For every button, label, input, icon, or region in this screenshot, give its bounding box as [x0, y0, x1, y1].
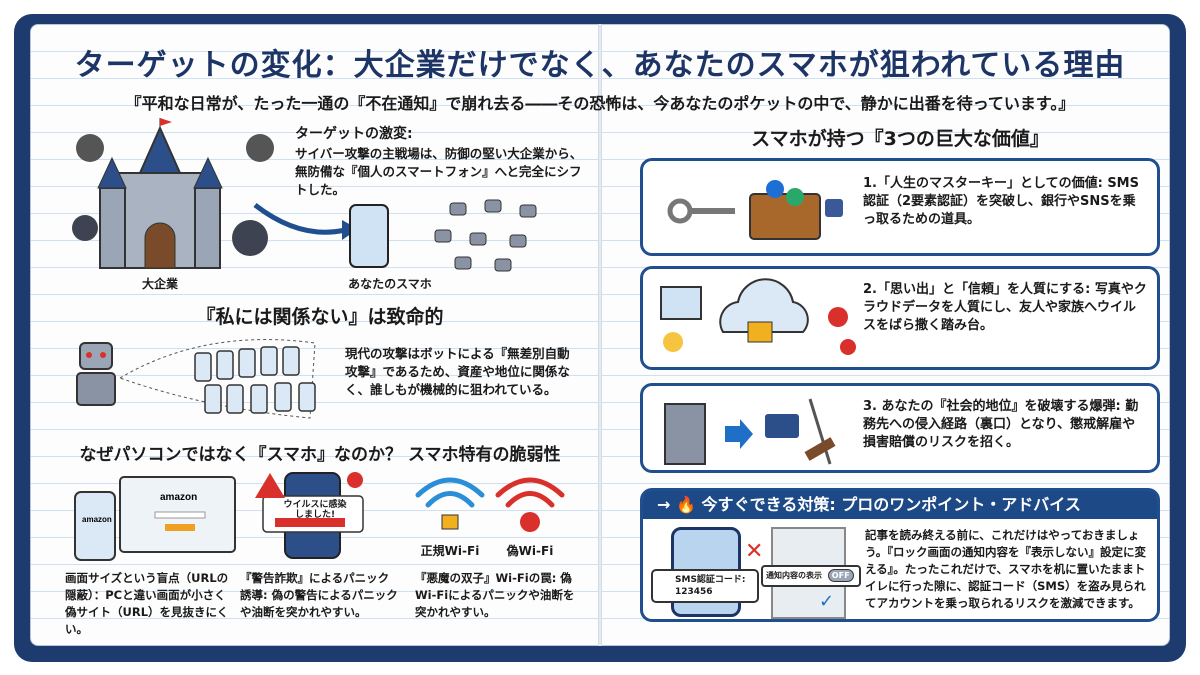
advice-box: → 🔥 今すぐできる対策: プロのワンポイント・アドバイス SMS認証コード: … — [640, 488, 1160, 622]
value-card-1-text: 1.「人生のマスターキー」としての価値: SMS認証（2要素認証）を突破し、銀行… — [863, 176, 1139, 227]
value-card-3: 3. あなたの『社会的地位』を破壊する爆弾: 勤務先への侵入経路（裏口）となり、… — [640, 383, 1160, 473]
vuln-item-1: 画面サイズという盲点（URLの隠蔽）：PCと違い画面が小さく偽サイト（URL）を… — [65, 571, 229, 636]
fire-icon: 🔥 — [675, 495, 696, 514]
advice-header: → 🔥 今すぐできる対策: プロのワンポイント・アドバイス — [643, 491, 1157, 519]
check-icon: ✓ — [819, 591, 835, 612]
brand-text-mobile: amazon — [82, 515, 112, 524]
wifi-illustration — [415, 477, 565, 532]
value-card-2-text: 2.「思い出」と「信頼」を人質にする: 写真やクラウドデータを人質にし、友人や家… — [863, 282, 1147, 333]
vuln-item-2: 『警告詐欺』によるパニック誘導: 偽の警告によるパニックや油断を突かれやすい。 — [240, 571, 398, 619]
vuln-item-3: 『悪魔の双子』Wi-Fiの罠: 偽Wi-Fiによるパニックや油断を突かれやすい。 — [415, 571, 575, 619]
pc-vs-phone-illustration: amazon amazon — [74, 476, 236, 561]
key-treasure-icon — [667, 180, 843, 240]
values-heading: スマホが持つ『3つの巨大な価値』 — [751, 128, 1049, 150]
why-heading: なぜパソコンではなく『スマホ』なのか？ スマホ特有の脆弱性 — [79, 445, 561, 465]
fatal-body: 現代の攻撃はボットによる『無差別自動攻撃』であるため、資産や地位に関係なく、誰し… — [345, 346, 570, 397]
setting-label: 通知内容の表示 — [766, 571, 822, 580]
building-gavel-icon — [664, 398, 836, 465]
warning-scam-illustration — [255, 472, 364, 559]
cloud-hostage-icon — [660, 278, 856, 355]
page-title: ターゲットの変化：大企業だけでなく、あなたのスマホが狙われている理由 — [74, 48, 1126, 83]
value-card-3-text: 3. あなたの『社会的地位』を破壊する爆弾: 勤務先への侵入経路（裏口）となり、… — [863, 399, 1139, 450]
notebook-spine — [598, 24, 602, 646]
fatal-heading: 『私には関係ない』は致命的 — [196, 306, 444, 328]
label-your-phone: あなたのスマホ — [348, 277, 432, 291]
arrow-right-icon: → — [657, 495, 676, 514]
sms-label: SMS認証コード: — [675, 575, 746, 585]
cross-icon: ✕ — [745, 539, 764, 564]
warning-popup-text: ウイルスに感染しました! — [283, 500, 347, 520]
castle-illustration — [72, 118, 274, 269]
brand-text: amazon — [160, 492, 197, 503]
toggle-off[interactable]: OFF — [827, 569, 854, 582]
phone-bots-illustration — [349, 199, 537, 272]
sms-code: 123456 — [675, 587, 713, 597]
shift-body: サイバー攻撃の主戦場は、防御の堅い大企業から、無防備な『個人のスマートフォン』へ… — [295, 146, 583, 197]
label-wifi-fake: 偽Wi-Fi — [506, 544, 554, 558]
label-wifi-real: 正規Wi-Fi — [420, 544, 480, 558]
value-card-1: 1.「人生のマスターキー」としての価値: SMS認証（2要素認証）を突破し、銀行… — [640, 158, 1160, 256]
shift-heading: ターゲットの激変: — [295, 126, 413, 142]
advice-heading: 今すぐできる対策: プロのワンポイント・アドバイス — [701, 495, 1081, 514]
page-subtitle: 『平和な日常が、たった一通の『不在通知』で崩れ去る――その恐怖は、今あなたのポケ… — [125, 94, 1075, 113]
label-corporation: 大企業 — [141, 277, 178, 291]
value-card-2: 2.「思い出」と「信頼」を人質にする: 写真やクラウドデータを人質にし、友人や家… — [640, 266, 1160, 370]
sms-notification: SMS認証コード: 123456 — [651, 569, 759, 603]
advice-body: 記事を読み終える前に、これだけはやっておきましょう。『ロック画面の通知内容を『表… — [865, 528, 1147, 610]
robot-net-illustration — [76, 339, 316, 419]
notification-setting-row[interactable]: 通知内容の表示 OFF — [761, 565, 861, 587]
